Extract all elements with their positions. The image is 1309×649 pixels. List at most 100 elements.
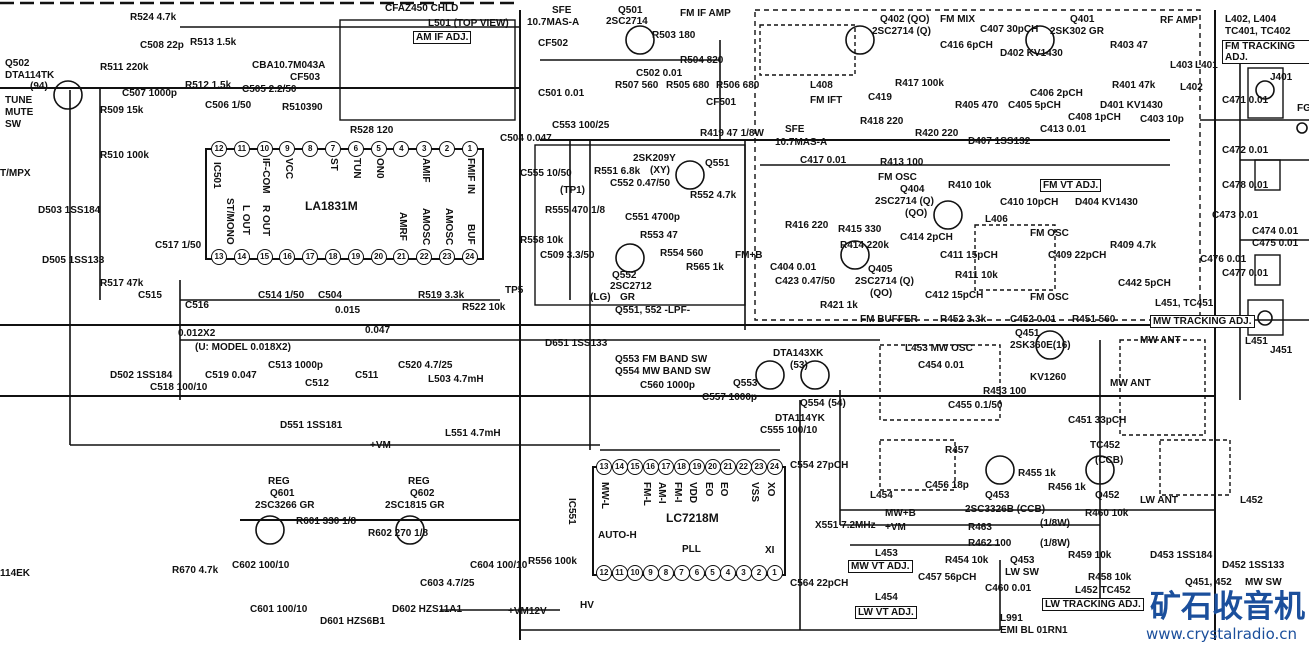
ic551-pin: 6	[689, 565, 705, 581]
q551-transistor	[675, 160, 705, 190]
component-label: L453 MW OSC	[905, 343, 973, 354]
terminal	[1254, 159, 1281, 191]
component-label: C509 3.3/50	[540, 250, 595, 261]
component-label: D551 1SS181	[280, 420, 343, 431]
component-label: L454	[870, 490, 893, 501]
component-label: C412 15pCH	[925, 290, 984, 301]
component-label: (94)	[30, 81, 48, 92]
component-label: R554 560	[660, 248, 704, 259]
component-label: FM-I	[672, 482, 683, 503]
component-label: C515	[138, 290, 162, 301]
component-label: LW SW	[1005, 567, 1039, 578]
component-label: SFE	[552, 5, 572, 16]
component-label: R403 47	[1110, 40, 1148, 51]
component-label: R506 680	[716, 80, 760, 91]
component-label: L991	[1000, 613, 1023, 624]
component-label: FM IFT	[810, 95, 843, 106]
component-label: R556 100k	[528, 556, 577, 567]
watermark-url: www.crystalradio.cn	[1146, 625, 1298, 643]
component-label: AM-I	[656, 482, 667, 504]
component-label: 10.7MAS-A	[527, 17, 580, 28]
component-label: (54)	[828, 398, 846, 409]
component-label: AMOSC	[443, 208, 454, 246]
component-label: GR	[620, 292, 635, 303]
component-label: R411 10k	[955, 270, 998, 281]
component-label: C506 1/50	[205, 100, 252, 111]
component-label: ST/MONO	[224, 198, 235, 245]
component-label: ST	[328, 158, 339, 171]
component-label: FG	[1297, 103, 1309, 114]
fm-front-end-shield	[754, 9, 1201, 321]
q405-transistor	[840, 240, 870, 270]
component-label: C403 10p	[1140, 114, 1184, 125]
q401-transistor	[1025, 25, 1055, 55]
component-label: AMIF	[420, 158, 431, 183]
component-label: DTA114YK	[775, 413, 825, 424]
component-label: C460 0.01	[985, 583, 1032, 594]
component-label: R463	[968, 522, 992, 533]
ic551-sub: PLL	[682, 544, 701, 555]
component-label: C423 0.47/50	[775, 276, 836, 287]
component-label: D505 1SS133	[42, 255, 105, 266]
terminal	[1254, 254, 1281, 286]
component-label: R507 560	[615, 80, 659, 91]
component-label: J451	[1270, 345, 1293, 356]
component-label: C455 0.1/50	[948, 400, 1003, 411]
component-label: C555 100/10	[760, 425, 818, 436]
component-label: L452 TC452	[1075, 585, 1131, 596]
component-label: FM MIX	[940, 14, 975, 25]
component-label: FM OSC	[878, 172, 917, 183]
component-label: +VM	[885, 522, 906, 533]
component-label: C474 0.01	[1252, 226, 1299, 237]
component-label: C602 100/10	[232, 560, 290, 571]
q501-transistor	[625, 25, 655, 55]
component-label: R505 680	[666, 80, 710, 91]
component-label: C473 0.01	[1212, 210, 1259, 221]
component-label: TUN	[351, 158, 362, 179]
component-label: SFE	[785, 124, 805, 135]
component-label: Q502	[5, 58, 30, 69]
component-label: R512 1.5k	[185, 80, 232, 91]
component-label: R460 10k	[1085, 508, 1129, 519]
component-label: VDD	[687, 482, 698, 504]
component-label: R504 820	[680, 55, 724, 66]
component-label: R451 560	[1072, 314, 1116, 325]
ic501-pin: 20	[370, 249, 387, 265]
component-label: D602 HZS11A1	[392, 604, 463, 615]
component-label: C560 1000p	[640, 380, 696, 391]
ic551-pin: 18	[673, 459, 690, 475]
component-label: L402, L404	[1225, 14, 1277, 25]
ic551-pin: 9	[642, 565, 659, 581]
component-label: D404 KV1430	[1075, 197, 1138, 208]
component-label: +VM	[370, 440, 391, 451]
component-label: (1/8W)	[1040, 538, 1070, 549]
ic501-pin: 1	[461, 141, 478, 157]
component-label: VCC	[283, 158, 294, 180]
q453-transistor	[985, 455, 1015, 485]
j451-connector	[1257, 310, 1273, 326]
adjustment-label: MW TRACKING ADJ.	[1150, 315, 1255, 328]
component-label: 0.012X2	[178, 328, 216, 339]
ic501-ref: IC501	[211, 162, 222, 189]
component-label: Q501	[618, 5, 643, 16]
component-label: Q554	[800, 398, 825, 409]
component-label: C471 0.01	[1222, 95, 1269, 106]
component-label: R519 3.3k	[418, 290, 465, 301]
component-label: ON0	[374, 158, 385, 179]
component-label: C554 27pCH	[790, 460, 849, 471]
component-label: Q552	[612, 270, 637, 281]
component-label: Q402 (QO)	[880, 14, 930, 25]
component-label: D402 KV1430	[1000, 48, 1063, 59]
ic551-pin: 10	[627, 565, 643, 581]
component-label: Q601	[270, 488, 295, 499]
lpf-block	[534, 144, 746, 306]
component-label: C452 0.01	[1010, 314, 1057, 325]
watermark-logo: 矿石收音机	[1150, 589, 1305, 625]
component-label: EO	[718, 482, 729, 497]
component-label: R413 100	[880, 157, 924, 168]
component-label: C413 0.01	[1040, 124, 1087, 135]
ic501-pin: 9	[279, 141, 296, 157]
component-label: D453 1SS184	[1150, 550, 1213, 561]
component-label: R558 10k	[520, 235, 564, 246]
